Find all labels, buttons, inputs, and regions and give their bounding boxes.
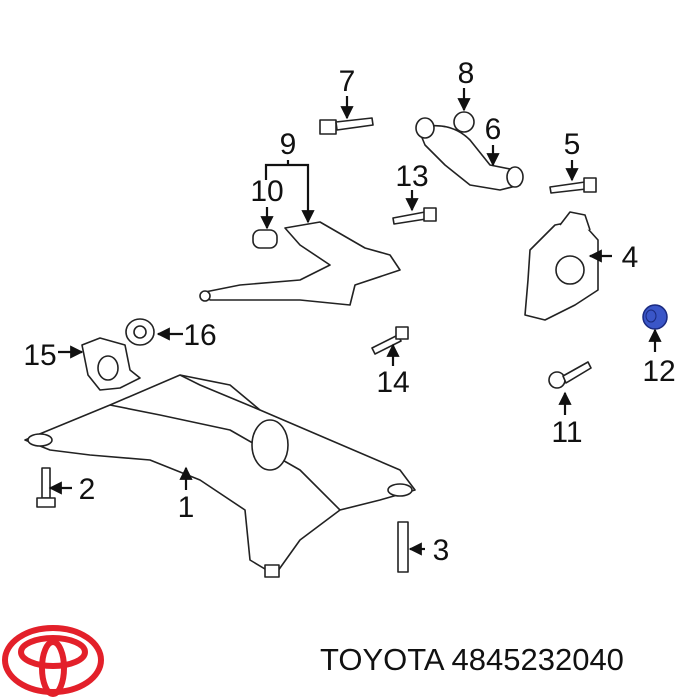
callout-11: 11 [551, 416, 582, 449]
callout-9: 9 [280, 128, 297, 161]
callout-16: 16 [183, 319, 216, 352]
bolt-part-13 [392, 207, 437, 225]
bushing-part-10 [252, 229, 278, 249]
callout-2: 2 [79, 473, 96, 506]
part-caption: TOYOTA 4845232040 [320, 642, 624, 678]
upper-arm-part-6 [415, 117, 524, 191]
stud-part-3 [397, 521, 409, 573]
bolt-part-11 [548, 361, 592, 389]
callout-arrows [48, 88, 662, 556]
callout-7: 7 [339, 65, 356, 98]
bushing-part-16 [125, 318, 155, 346]
lower-arm-part-9 [199, 221, 401, 306]
bolt-part-7 [319, 117, 374, 135]
callout-15: 15 [23, 339, 56, 372]
callout-10: 10 [250, 175, 283, 208]
brand-name: TOYOTA [320, 642, 443, 677]
bushing-part-8 [453, 111, 475, 133]
bolt-part-5 [549, 177, 597, 194]
callout-3: 3 [433, 534, 450, 567]
subframe-part-1 [24, 374, 416, 578]
callout-8: 8 [458, 57, 475, 90]
bolt-part-14 [371, 326, 409, 355]
callout-13: 13 [395, 160, 428, 193]
callout-12: 12 [642, 355, 675, 388]
knuckle-part-4 [524, 211, 599, 321]
part-number: 4845232040 [451, 642, 624, 677]
callout-1: 1 [178, 491, 195, 524]
bushing-part-12-highlighted [642, 304, 668, 330]
bracket-part-15 [81, 337, 141, 391]
callout-14: 14 [376, 366, 409, 399]
callout-6: 6 [485, 113, 502, 146]
callout-labels: 1 2 3 4 5 6 7 8 9 10 11 12 13 14 15 16 [23, 57, 675, 567]
toyota-logo [2, 625, 104, 697]
callout-5: 5 [564, 128, 581, 161]
callout-4: 4 [622, 241, 639, 274]
